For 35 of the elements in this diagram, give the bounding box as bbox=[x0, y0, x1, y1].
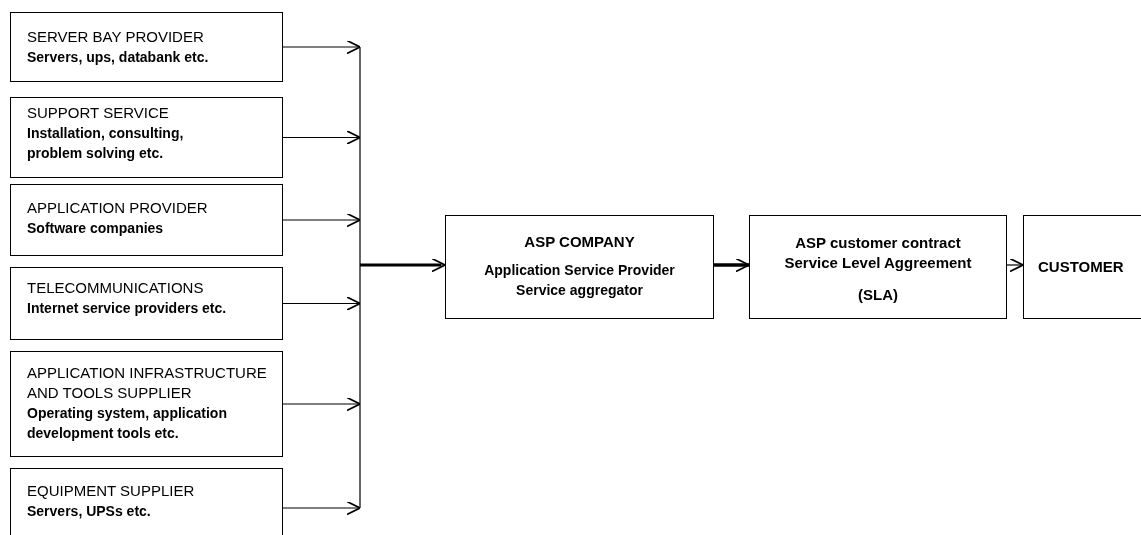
arrow bbox=[282, 212, 361, 228]
arrow bbox=[282, 39, 361, 55]
box-title: TELECOMMUNICATIONS bbox=[27, 278, 205, 298]
process-box bbox=[10, 351, 283, 457]
box-description: Internet service providers etc. bbox=[27, 299, 228, 318]
bus-connector bbox=[359, 46, 446, 509]
process-box bbox=[10, 97, 283, 178]
arrow bbox=[282, 296, 361, 311]
arrow bbox=[1006, 257, 1024, 273]
box-description: Operating system, application development tools etc. bbox=[27, 404, 228, 443]
box-title: ASP COMPANY bbox=[524, 232, 635, 252]
box-title: EQUIPMENT SUPPLIER bbox=[27, 481, 196, 501]
process-box bbox=[749, 215, 1007, 319]
arrow bbox=[282, 500, 361, 516]
box-description: Application Service Provider Service aggregator bbox=[483, 261, 676, 300]
arrow bbox=[282, 396, 361, 412]
box-title: APPLICATION PROVIDER bbox=[27, 198, 209, 218]
box-title: SERVER BAY PROVIDER bbox=[27, 27, 205, 47]
process-box bbox=[445, 215, 714, 319]
box-title: ASP customer contract Service Level Aggreement bbox=[783, 233, 973, 273]
arrow bbox=[714, 257, 750, 273]
box-title: CUSTOMER bbox=[1038, 257, 1125, 277]
box-title: SUPPORT SERVICE bbox=[27, 103, 170, 123]
box-description: Servers, ups, databank etc. bbox=[27, 48, 210, 67]
process-box bbox=[1023, 215, 1141, 319]
arrow bbox=[282, 130, 361, 145]
box-description: Servers, UPSs etc. bbox=[27, 502, 152, 521]
box-title: APPLICATION INFRASTRUCTURE AND TOOLS SUPPLIER bbox=[27, 363, 268, 403]
process-box bbox=[10, 267, 283, 340]
process-box bbox=[10, 184, 283, 256]
box-description: Software companies bbox=[27, 219, 165, 238]
process-box bbox=[10, 468, 283, 535]
process-box bbox=[10, 12, 283, 82]
box-description: (SLA) bbox=[858, 285, 898, 305]
box-description: Installation, consulting, problem solving etc. bbox=[27, 124, 185, 163]
